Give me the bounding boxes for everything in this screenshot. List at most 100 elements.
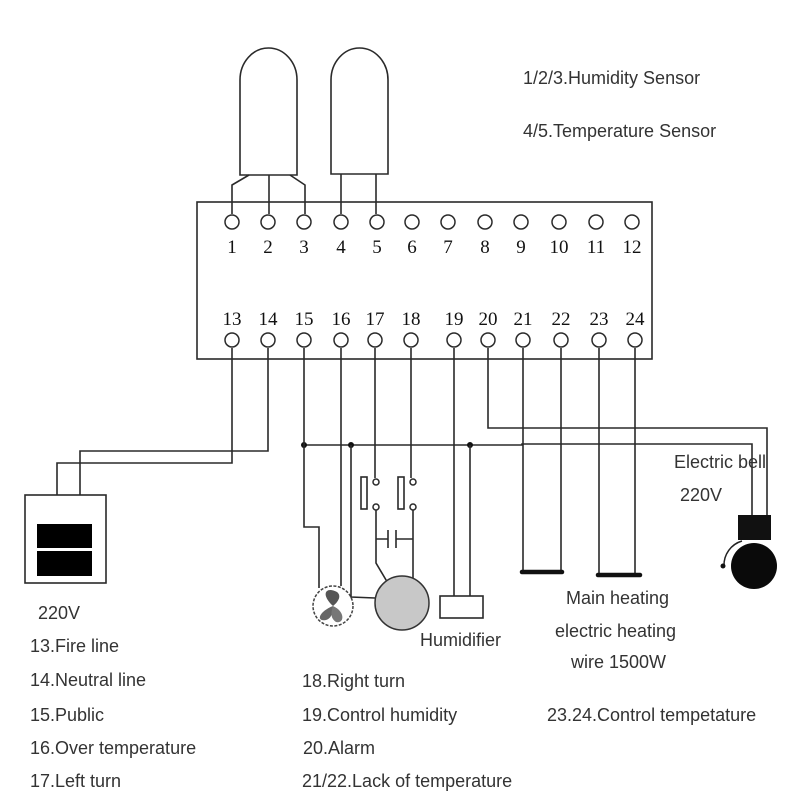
motor-common-wire bbox=[350, 445, 376, 599]
legend-item: 13.Fire line bbox=[30, 636, 119, 656]
terminal-7 bbox=[440, 214, 456, 230]
temperature-sensor-note: 4/5.Temperature Sensor bbox=[523, 121, 716, 141]
heating-wire-21-22 bbox=[522, 348, 562, 572]
electric-bell-label: Electric bell bbox=[674, 452, 766, 472]
humidifier-label: Humidifier bbox=[420, 630, 501, 650]
terminal-number-label: 20 bbox=[479, 309, 498, 330]
power-socket-slot-bottom bbox=[37, 551, 92, 576]
terminal-1 bbox=[224, 214, 240, 230]
terminal-number-label: 5 bbox=[372, 237, 382, 258]
fan-wire-a bbox=[303, 348, 320, 588]
common-bus-wire bbox=[304, 443, 753, 515]
terminal-number-label: 3 bbox=[299, 237, 309, 258]
fan-blade-3 bbox=[331, 606, 343, 623]
terminal-number-label: 23 bbox=[590, 309, 609, 330]
humidity-sensor-lead-1 bbox=[231, 174, 250, 214]
terminal-number-label: 21 bbox=[514, 309, 533, 330]
right-switch-contact-bottom bbox=[409, 503, 417, 511]
fan-blade-2 bbox=[319, 606, 333, 621]
power-socket-slot-top bbox=[37, 524, 92, 548]
neutral-line-wire bbox=[79, 348, 269, 495]
terminal-11 bbox=[588, 214, 604, 230]
legend-item: 15.Public bbox=[30, 705, 104, 725]
temperature-sensor-body bbox=[330, 47, 389, 175]
temperature-sensor bbox=[330, 47, 389, 214]
fan-blade-1 bbox=[325, 589, 340, 606]
legend-item: 16.Over temperature bbox=[30, 738, 196, 758]
terminal-number-label: 18 bbox=[402, 309, 421, 330]
terminal-9 bbox=[513, 214, 529, 230]
legend-item: 14.Neutral line bbox=[30, 670, 146, 690]
terminal-number-label: 22 bbox=[552, 309, 571, 330]
fan-icon bbox=[312, 585, 354, 627]
left-turn-switch bbox=[360, 476, 368, 510]
terminal-8 bbox=[477, 214, 493, 230]
terminal-block bbox=[196, 201, 653, 360]
right-switch-contact-top bbox=[409, 478, 417, 486]
legend-item: 23.24.Control tempetature bbox=[547, 705, 756, 725]
terminal-10 bbox=[551, 214, 567, 230]
terminal-number-label: 9 bbox=[516, 237, 526, 258]
terminal-number-label: 16 bbox=[332, 309, 351, 330]
terminal-number-label: 17 bbox=[366, 309, 385, 330]
power-socket-frame bbox=[24, 494, 107, 584]
terminal-number-label: 12 bbox=[623, 237, 642, 258]
terminal-22 bbox=[553, 332, 569, 348]
heating-wire-23-24 bbox=[598, 348, 636, 575]
terminal-number-label: 1 bbox=[227, 237, 237, 258]
terminal-number-label: 6 bbox=[407, 237, 417, 258]
legend-item: 17.Left turn bbox=[30, 771, 121, 791]
terminal-13 bbox=[224, 332, 240, 348]
terminal-number-label: 19 bbox=[445, 309, 464, 330]
terminal-15 bbox=[296, 332, 312, 348]
alarm-wire bbox=[487, 348, 768, 515]
motor-icon bbox=[374, 575, 430, 631]
terminal-24 bbox=[627, 332, 643, 348]
terminal-5 bbox=[369, 214, 385, 230]
heating-label-line2: electric heating bbox=[555, 621, 676, 641]
terminal-4 bbox=[333, 214, 349, 230]
bell-dome bbox=[731, 543, 777, 589]
power-voltage-label: 220V bbox=[38, 603, 80, 623]
terminal-number-label: 2 bbox=[263, 237, 273, 258]
terminal-12 bbox=[624, 214, 640, 230]
humidity-sensor-lead-3 bbox=[289, 174, 306, 214]
terminal-number-label: 7 bbox=[443, 237, 453, 258]
terminal-2 bbox=[260, 214, 276, 230]
terminal-number-label: 8 bbox=[480, 237, 490, 258]
terminal-17 bbox=[367, 332, 383, 348]
humidity-sensor-body bbox=[239, 47, 298, 176]
bell-hammer bbox=[720, 563, 726, 569]
humidity-sensor-note: 1/2/3.Humidity Sensor bbox=[523, 68, 700, 88]
terminal-number-label: 15 bbox=[295, 309, 314, 330]
terminal-18 bbox=[403, 332, 419, 348]
terminal-number-label: 24 bbox=[626, 309, 646, 330]
fire-line-wire bbox=[56, 348, 233, 495]
left-switch-contact-bottom bbox=[372, 503, 380, 511]
legend-item: 19.Control humidity bbox=[302, 705, 457, 725]
bell-housing bbox=[738, 515, 771, 540]
power-socket bbox=[24, 494, 107, 584]
bell-hammer-arm bbox=[723, 540, 743, 567]
terminal-19 bbox=[446, 332, 462, 348]
humidity-sensor bbox=[231, 47, 306, 214]
right-turn-switch bbox=[397, 476, 405, 510]
electric-bell-icon bbox=[720, 515, 777, 589]
legend-item: 20.Alarm bbox=[303, 738, 375, 758]
terminal-number-label: 14 bbox=[259, 309, 279, 330]
heating-label-line3: wire 1500W bbox=[570, 652, 666, 672]
terminal-14 bbox=[260, 332, 276, 348]
capacitor-icon bbox=[376, 530, 413, 548]
electric-bell-voltage-label: 220V bbox=[680, 485, 722, 505]
terminal-number-label: 4 bbox=[336, 237, 346, 258]
terminal-number-label: 10 bbox=[550, 237, 569, 258]
left-turn-wire-lower bbox=[375, 510, 390, 586]
terminal-20 bbox=[480, 332, 496, 348]
terminal-21 bbox=[515, 332, 531, 348]
left-switch-contact-top bbox=[372, 478, 380, 486]
legend-item: 21/22.Lack of temperature bbox=[302, 771, 512, 791]
terminal-3 bbox=[296, 214, 312, 230]
terminal-16 bbox=[333, 332, 349, 348]
